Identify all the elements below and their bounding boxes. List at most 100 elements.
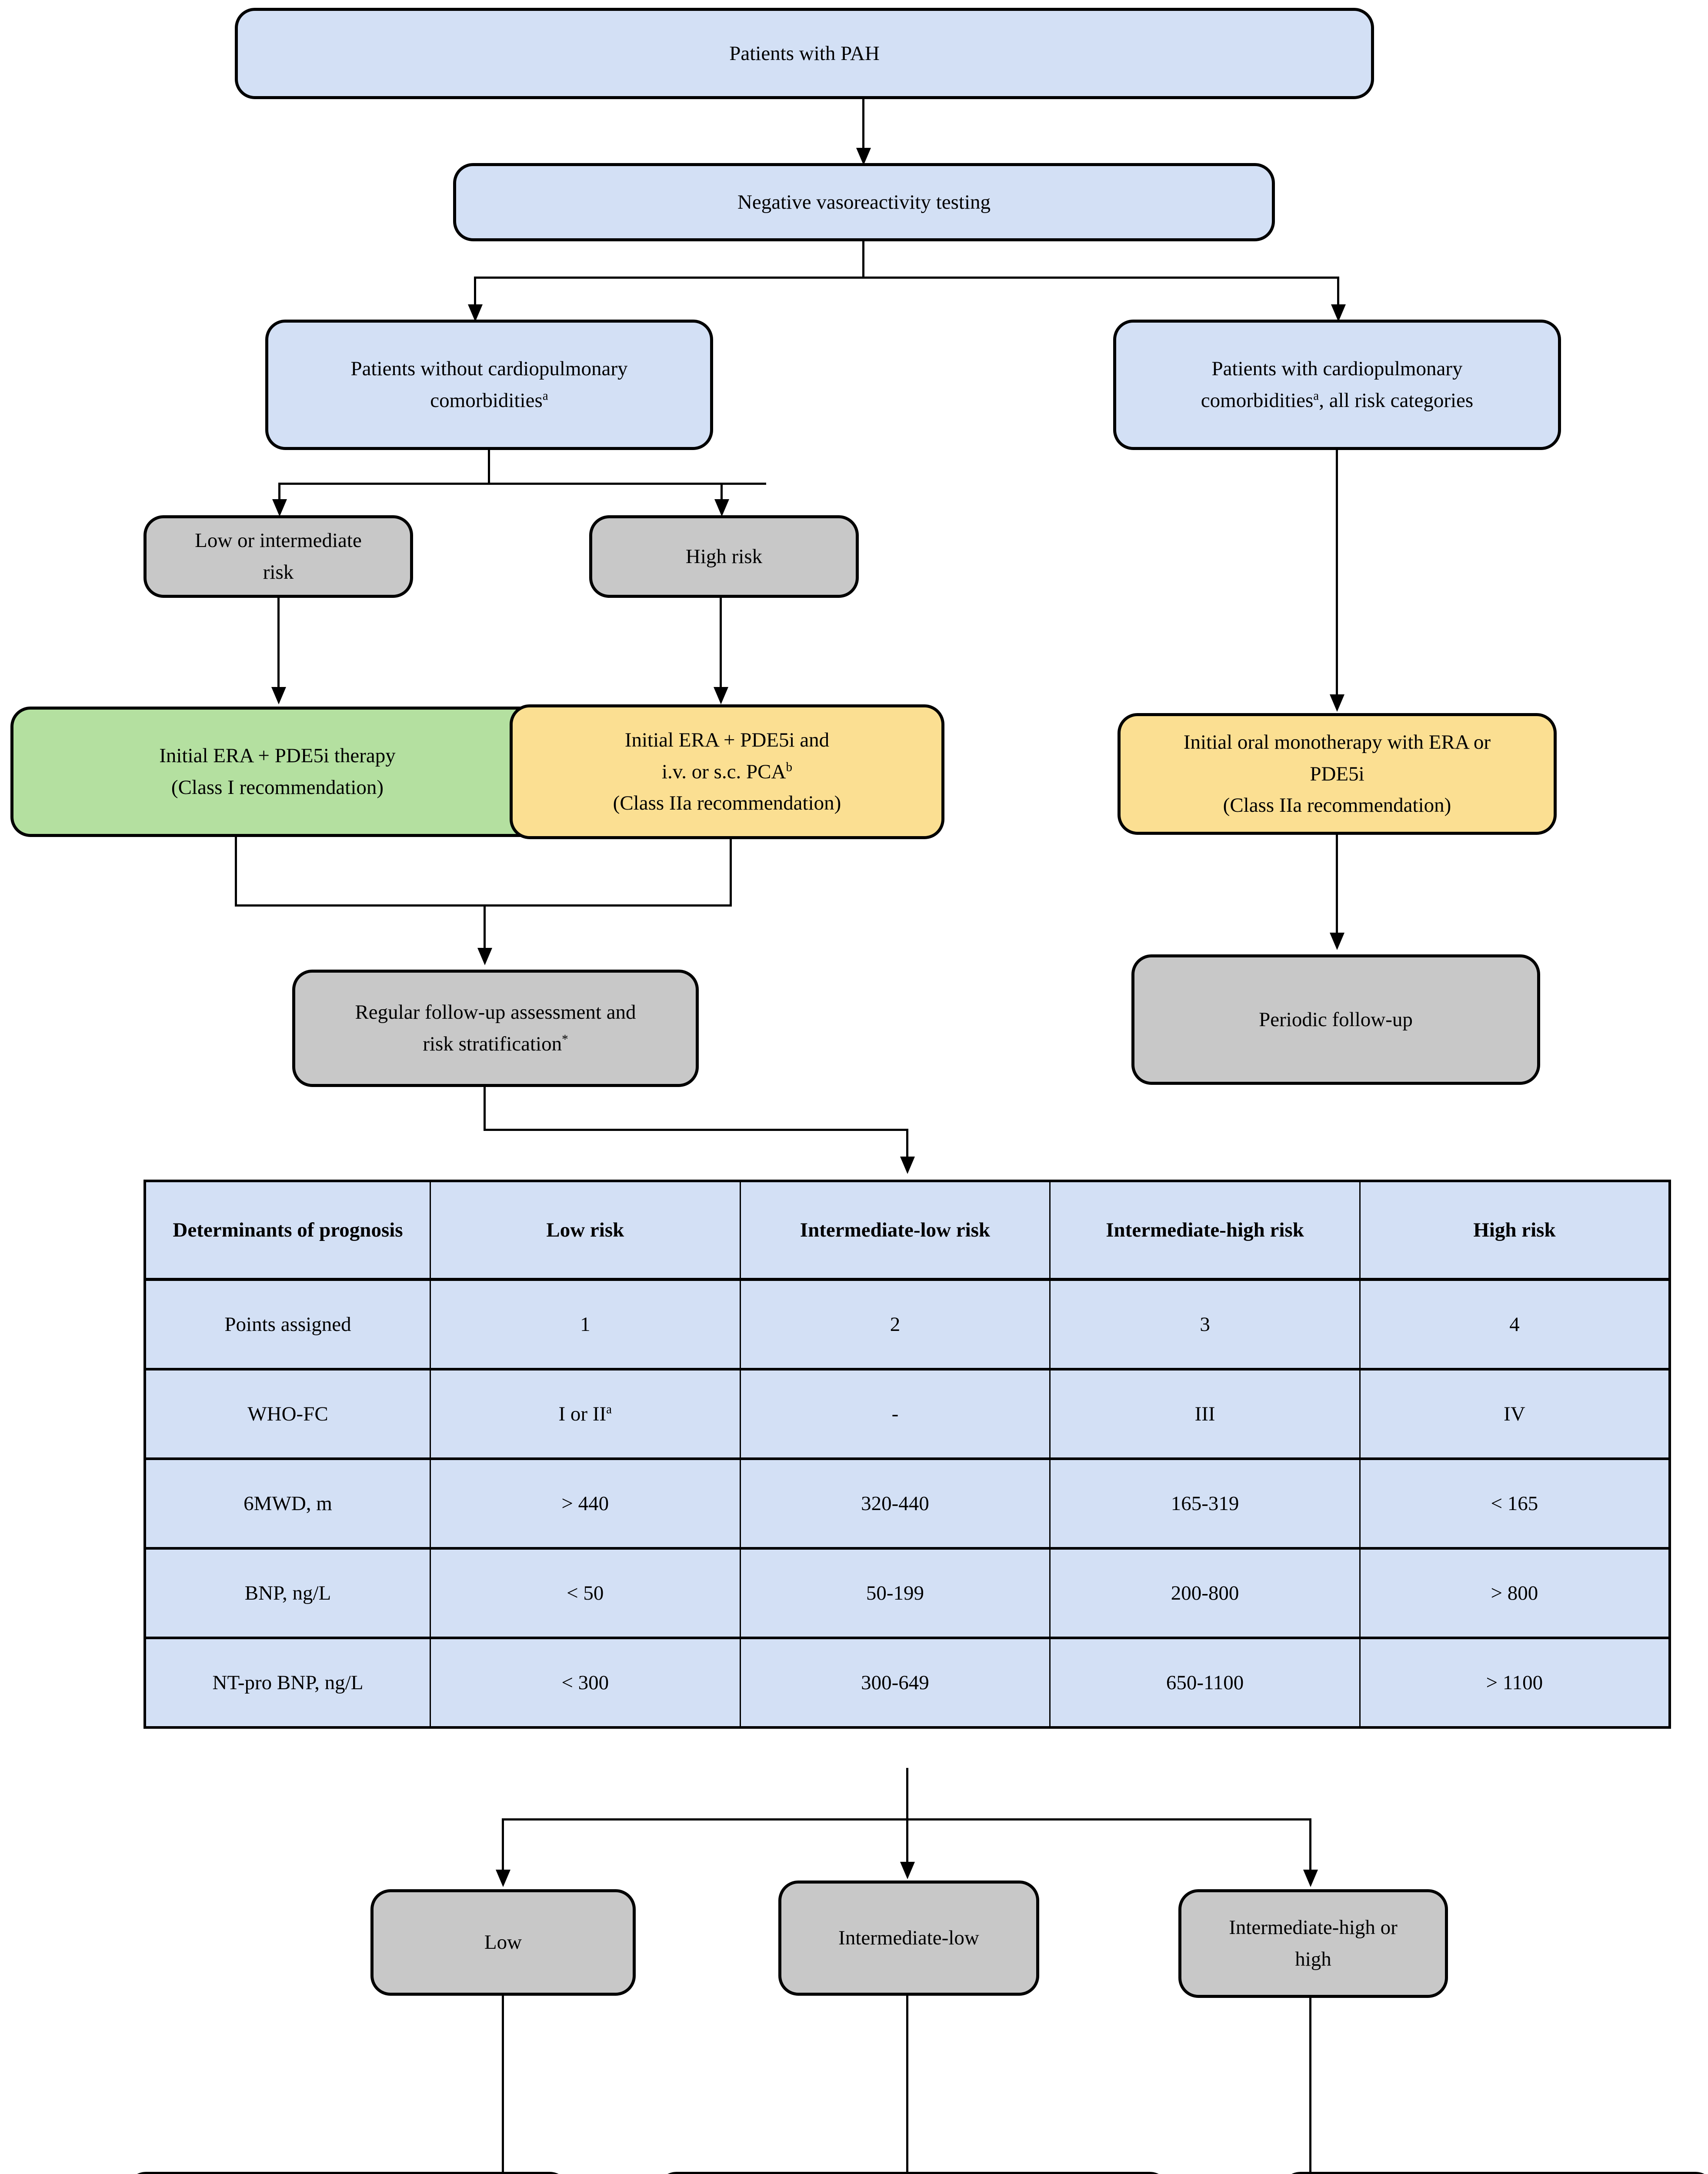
header-low-risk: Low risk — [430, 1180, 741, 1281]
node-regular-followup-assessment[interactable]: Regular follow-up assessment and risk st… — [292, 970, 699, 1087]
arrowhead-to-low — [496, 1870, 510, 1887]
cell-6mwd-low: > 440 — [430, 1457, 741, 1549]
regular-followup-line1: Regular follow-up assessment and — [355, 1001, 636, 1024]
connector-split-left — [502, 1818, 504, 1877]
node-periodic-followup[interactable]: Periodic follow-up — [1131, 954, 1540, 1085]
low-int-risk-line2: risk — [263, 561, 294, 584]
header-high-risk: High risk — [1359, 1180, 1671, 1281]
connector-without-left — [278, 483, 280, 513]
node-patients-with-pah[interactable]: Patients with PAH — [235, 8, 1374, 99]
cell-whofc-high: IV — [1359, 1368, 1671, 1460]
row-label-nt-pro-bnp: NT-pro BNP, ng/L — [144, 1637, 431, 1728]
high-risk-label: High risk — [685, 545, 763, 568]
arrowhead-pah-to-vaso — [856, 148, 871, 165]
connector-vaso-right-drop — [1337, 277, 1339, 311]
node-initial-era-pde5i-therapy[interactable]: Initial ERA + PDE5i therapy (Class I rec… — [10, 707, 544, 837]
cell-bnp-intlow: 50-199 — [739, 1547, 1051, 1639]
cell-points-high: 4 — [1359, 1278, 1671, 1370]
node-risk-low[interactable]: Low — [370, 1889, 636, 1996]
table-header-row: Determinants of prognosis Low risk Inter… — [144, 1180, 1671, 1281]
risk-low-label: Low — [484, 1931, 522, 1954]
footnote-marker-a: a — [542, 389, 548, 403]
footnote-marker-a3: a — [606, 1402, 612, 1417]
arrowhead-to-era-pca — [714, 687, 728, 704]
initial-era-pca-line3: (Class IIa recommendation) — [613, 792, 841, 815]
regular-followup-line2: risk stratification* — [423, 1032, 568, 1055]
arrowhead-to-regular-followup — [477, 948, 492, 965]
connector-vaso-bus — [474, 277, 1339, 279]
table-row: BNP, ng/L < 50 50-199 200-800 > 800 — [144, 1547, 1671, 1639]
header-determinants: Determinants of prognosis — [144, 1180, 431, 1281]
risk-int-high-line2: high — [1295, 1948, 1331, 1971]
risk-int-high-line1: Intermediate-high or — [1229, 1916, 1398, 1939]
connector-without-right — [721, 483, 723, 513]
arrowhead-to-intermediate-high — [1303, 1870, 1318, 1887]
initial-mono-line2: PDE5i — [1310, 762, 1364, 785]
row-label-who-fc: WHO-FC — [144, 1368, 431, 1460]
initial-era-pde5i-line1: Initial ERA + PDE5i therapy — [159, 744, 396, 767]
cell-6mwd-high: < 165 — [1359, 1457, 1671, 1549]
node-negative-vasoreactivity-testing[interactable]: Negative vasoreactivity testing — [453, 163, 1275, 241]
connector-merge-bus — [235, 904, 732, 907]
node-patients-with-comorbidities[interactable]: Patients with cardiopulmonary comorbidit… — [1113, 320, 1561, 450]
arrowhead-to-intermediate-low — [900, 1862, 915, 1879]
cell-ntprobnp-high: > 1100 — [1359, 1637, 1671, 1728]
without-comorb-line1: Patients without cardiopulmonary — [350, 357, 628, 380]
connector-with-comorb-down — [1336, 450, 1338, 707]
node-initial-era-pde5i-and-pca[interactable]: Initial ERA + PDE5i and i.v. or s.c. PCA… — [510, 704, 944, 839]
cell-whofc-intlow: - — [739, 1368, 1051, 1460]
cell-bnp-high: > 800 — [1359, 1547, 1671, 1639]
node-risk-intermediate-high-or-high[interactable]: Intermediate-high or high — [1178, 1889, 1448, 1998]
cell-6mwd-inthigh: 165-319 — [1049, 1457, 1361, 1549]
arrowhead-vaso-left — [468, 304, 483, 322]
initial-era-pde5i-line2: (Class I recommendation) — [171, 776, 384, 799]
node-risk-intermediate-low[interactable]: Intermediate-low — [778, 1881, 1039, 1996]
cell-whofc-low: I or IIa — [430, 1368, 741, 1460]
arrowhead-high-risk — [714, 499, 729, 517]
header-intermediate-high-risk: Intermediate-high risk — [1049, 1180, 1361, 1281]
cell-6mwd-intlow: 320-440 — [739, 1457, 1051, 1549]
risk-int-low-label: Intermediate-low — [838, 1927, 979, 1950]
arrowhead-to-periodic-followup — [1330, 933, 1344, 950]
arrowhead-low-int-risk — [272, 499, 287, 517]
connector-followup-to-table-bus — [484, 1129, 908, 1131]
table-row: 6MWD, m > 440 320-440 165-319 < 165 — [144, 1457, 1671, 1549]
connector-without-bus — [278, 483, 766, 485]
connector-high-to-therapy — [720, 598, 722, 698]
with-comorb-line2: comorbiditiesa, all risk categories — [1201, 389, 1474, 412]
header-intermediate-low-risk: Intermediate-low risk — [739, 1180, 1051, 1281]
connector-split-right — [1309, 1818, 1311, 1877]
without-comorb-line2: comorbiditiesa — [430, 389, 548, 412]
low-int-risk-line1: Low or intermediate — [195, 529, 362, 552]
arrowhead-to-era-pde5i — [271, 687, 286, 704]
node-low-or-intermediate-risk[interactable]: Low or intermediate risk — [143, 515, 413, 598]
risk-stratification-table: Determinants of prognosis Low risk Inter… — [143, 1180, 1671, 1729]
row-label-points-assigned: Points assigned — [144, 1278, 431, 1370]
cell-ntprobnp-low: < 300 — [430, 1637, 741, 1728]
connector-merge-stem — [484, 904, 486, 961]
node-patients-with-pah-label: Patients with PAH — [729, 42, 880, 65]
node-continue-initial-therapy[interactable]: Continue initial therapy (Class I recomm… — [126, 2172, 570, 2174]
connector-split-mid — [906, 1818, 908, 1870]
initial-era-pca-line2: i.v. or s.c. PCAb — [661, 760, 793, 783]
connector-lowint-to-therapy — [277, 598, 280, 698]
table-row: WHO-FC I or IIa - III IV — [144, 1368, 1671, 1460]
node-high-risk[interactable]: High risk — [589, 515, 859, 598]
connector-intlow-down — [906, 1996, 908, 2174]
node-initial-oral-monotherapy[interactable]: Initial oral monotherapy with ERA or PDE… — [1118, 713, 1557, 835]
footnote-marker-b: b — [786, 760, 793, 774]
connector-vaso-left-drop — [474, 277, 476, 311]
node-add-pca-or-lung-transplantation[interactable]: Add i.v. or s.c. PCA and/or evaluate for… — [1281, 2172, 1708, 2174]
initial-mono-line1: Initial oral monotherapy with ERA or — [1183, 730, 1491, 754]
node-pra-or-sgc-options[interactable]: Add PRA (Class IIa recommendation) Or Sw… — [657, 2172, 1170, 2174]
connector-mono-to-periodic — [1336, 835, 1338, 944]
row-label-bnp: BNP, ng/L — [144, 1547, 431, 1639]
connector-yellow-down — [730, 839, 732, 907]
cell-points-low: 1 — [430, 1278, 741, 1370]
connector-without-stem — [488, 450, 490, 484]
cell-bnp-inthigh: 200-800 — [1049, 1547, 1361, 1639]
cell-whofc-inthigh: III — [1049, 1368, 1361, 1460]
node-patients-without-comorbidities[interactable]: Patients without cardiopulmonary comorbi… — [265, 320, 713, 450]
connector-pah-to-vaso — [862, 99, 864, 156]
arrowhead-vaso-right — [1331, 304, 1346, 322]
